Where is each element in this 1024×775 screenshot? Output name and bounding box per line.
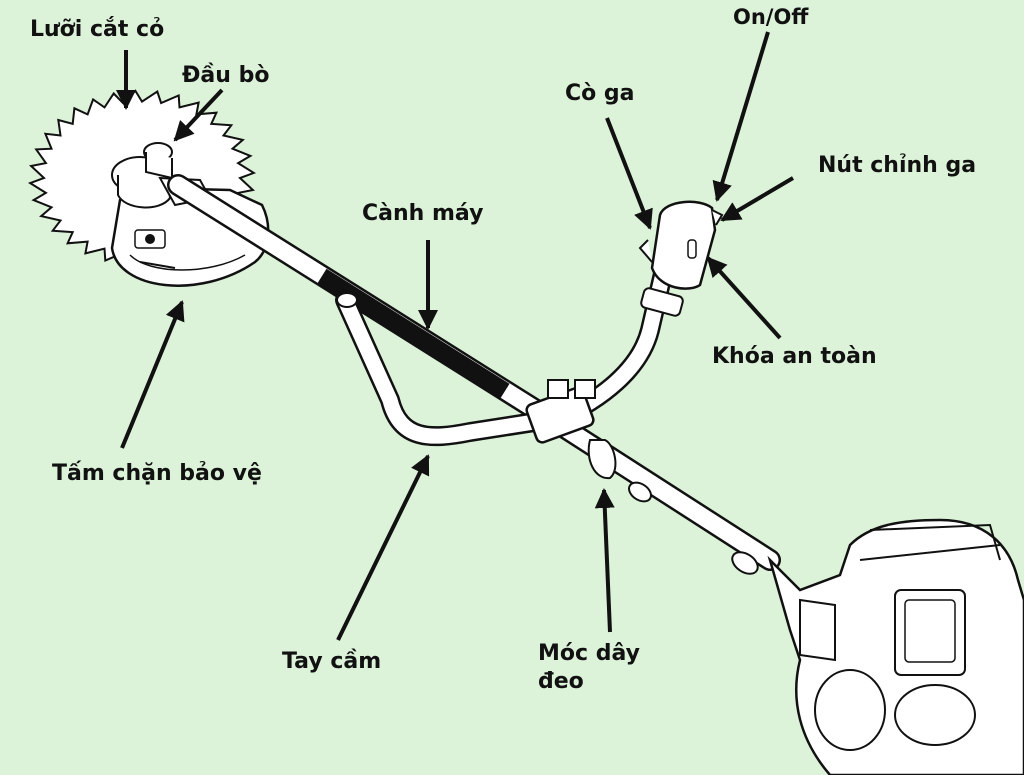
label-harness-hook-line1: Móc dây (538, 641, 640, 666)
safety-lock-arrow (706, 256, 782, 340)
onoff-arrow (712, 31, 770, 202)
engine (767, 518, 1024, 775)
label-harness-hook-line2: đeo (538, 668, 584, 694)
label-safety-lock: Khóa an toàn (712, 344, 877, 369)
label-harness-hook: Móc dây đeo (538, 640, 640, 695)
label-onoff: On/Off (733, 5, 809, 29)
handlebar (335, 200, 724, 480)
label-handle: Tay cầm (282, 649, 382, 674)
label-throttle-button: Nút chỉnh ga (818, 153, 977, 178)
handle-arrow (336, 454, 430, 641)
harness-hook-arrow (594, 488, 615, 633)
throttle-button-arrow (720, 176, 795, 222)
trigger-arrow (605, 117, 653, 230)
label-trigger: Cò ga (565, 81, 635, 106)
head-arrow (173, 88, 224, 142)
leader-arrows (116, 31, 795, 641)
label-blade: Lưỡi cắt cỏ (30, 17, 165, 42)
label-shaft: Cành máy (362, 201, 484, 226)
label-guard: Tấm chặn bảo vệ (52, 461, 262, 486)
guard-arrow (120, 300, 185, 449)
gear-head (111, 142, 212, 209)
label-head: Đầu bò (182, 63, 270, 88)
